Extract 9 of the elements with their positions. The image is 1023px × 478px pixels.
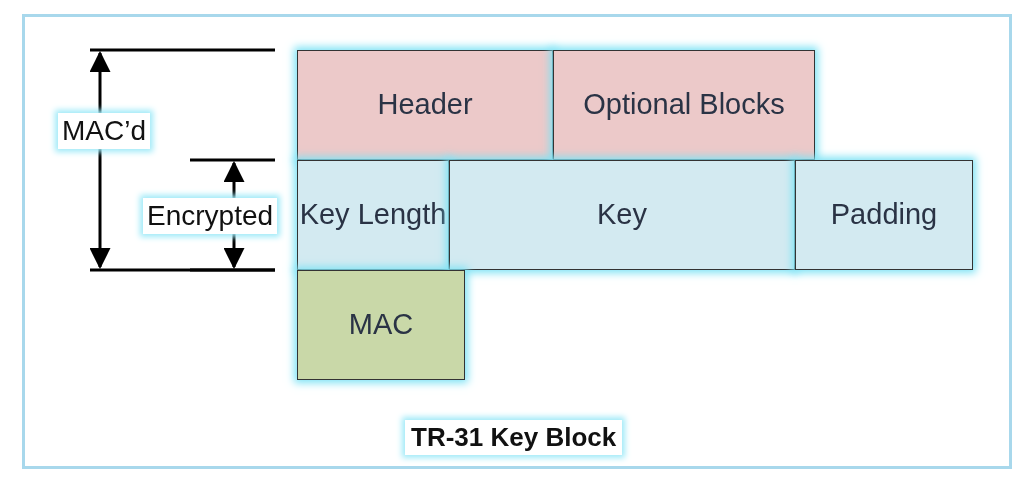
- mac-block: MAC: [297, 270, 465, 380]
- key-block: Key: [449, 160, 795, 270]
- padding-block: Padding: [795, 160, 973, 270]
- key-length-block: Key Length: [297, 160, 449, 270]
- optional-blocks-block: Optional Blocks: [553, 50, 815, 160]
- diagram-caption: TR-31 Key Block: [405, 420, 623, 455]
- header-block: Header: [297, 50, 553, 160]
- dimension-label: Encrypted: [143, 198, 278, 234]
- dimension-label: MAC’d: [58, 113, 150, 149]
